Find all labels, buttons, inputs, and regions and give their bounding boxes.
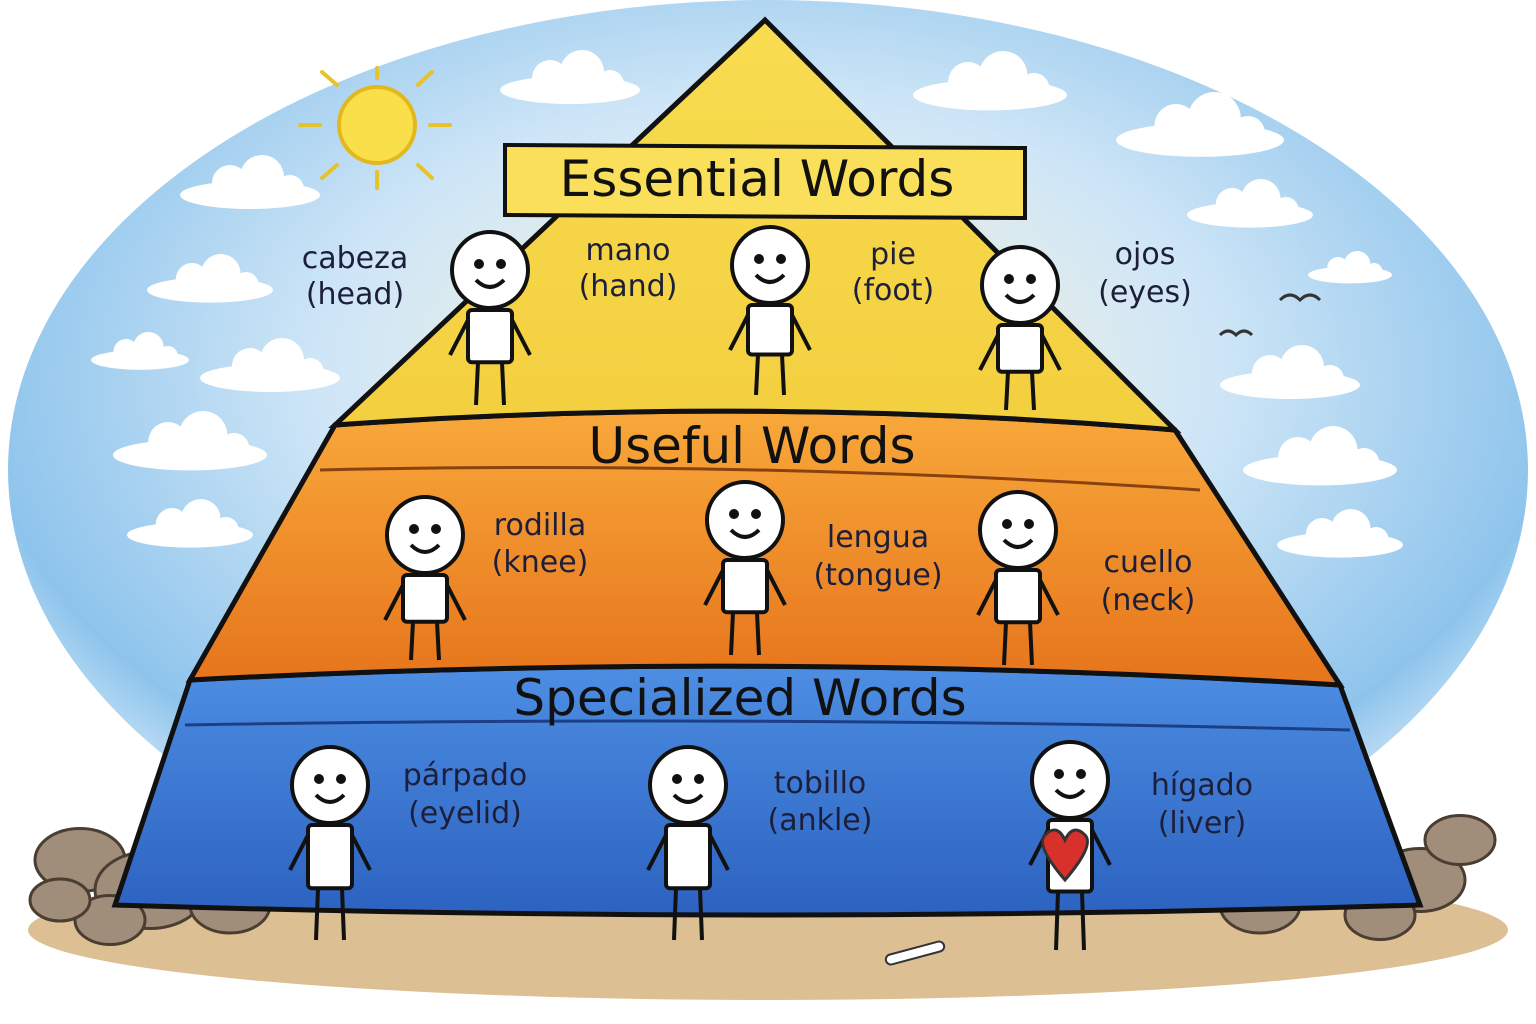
cloud — [200, 338, 340, 392]
essential-banner — [503, 142, 1027, 221]
svg-text:(head): (head) — [306, 277, 404, 312]
tier-title-specialized: Specialized Words — [513, 669, 966, 727]
stick-figure — [383, 495, 467, 661]
word-cuello: cuello (neck) — [1101, 545, 1196, 618]
stick-figure — [448, 230, 532, 406]
cloud — [1187, 179, 1313, 228]
svg-text:tobillo: tobillo — [774, 766, 867, 801]
clouds — [91, 50, 1403, 558]
svg-text:mano: mano — [586, 233, 671, 268]
word-tobillo: tobillo (ankle) — [768, 766, 873, 838]
cloud — [1243, 426, 1397, 486]
svg-text:(hand): (hand) — [579, 269, 678, 304]
cloud — [113, 411, 267, 471]
svg-text:(foot): (foot) — [852, 273, 934, 308]
word-cabeza: cabeza (head) — [302, 241, 409, 312]
cloud — [500, 50, 640, 104]
cloud — [1220, 345, 1360, 399]
cloud — [127, 499, 253, 548]
svg-text:pie: pie — [870, 237, 916, 272]
svg-text:(knee): (knee) — [492, 545, 589, 580]
svg-text:(neck): (neck) — [1101, 583, 1196, 618]
cloud — [913, 51, 1067, 111]
bone-icon — [884, 940, 946, 966]
tier-title-useful: Useful Words — [588, 417, 915, 475]
word-mano: mano (hand) — [579, 233, 678, 304]
rock — [28, 877, 92, 923]
cloud — [1308, 251, 1392, 284]
word-rodilla: rodilla (knee) — [492, 508, 589, 580]
svg-text:(eyelid): (eyelid) — [408, 796, 522, 831]
stick-figure — [978, 245, 1062, 411]
word-pie: pie (foot) — [852, 237, 934, 308]
stick-figures — [288, 225, 1112, 951]
tier-title-essential: Essential Words — [560, 150, 955, 208]
tier-essential — [328, 16, 1182, 434]
stick-figure — [976, 490, 1060, 666]
rock — [1423, 814, 1497, 866]
birds-icon — [1218, 293, 1322, 338]
cloud — [91, 332, 189, 370]
svg-text:hígado: hígado — [1151, 768, 1253, 803]
cloud — [1116, 92, 1284, 157]
svg-text:ojos: ojos — [1115, 237, 1176, 272]
stick-figure — [703, 480, 787, 656]
cloud — [147, 254, 273, 303]
svg-text:rodilla: rodilla — [494, 508, 586, 543]
heart-icon — [1041, 828, 1089, 883]
svg-text:(tongue): (tongue) — [813, 558, 942, 593]
word-ojos: ojos (eyes) — [1098, 237, 1192, 310]
svg-text:párpado: párpado — [403, 758, 528, 793]
stick-figure — [288, 745, 372, 941]
word-parpado: párpado (eyelid) — [403, 758, 528, 831]
cloud — [1277, 509, 1403, 558]
svg-text:(eyes): (eyes) — [1098, 275, 1192, 310]
svg-text:(ankle): (ankle) — [768, 803, 873, 838]
sun-icon — [298, 66, 452, 190]
stick-figure — [728, 225, 812, 396]
svg-text:cabeza: cabeza — [302, 241, 409, 276]
svg-text:cuello: cuello — [1104, 545, 1193, 580]
word-higado: hígado (liver) — [1151, 768, 1253, 841]
word-lengua: lengua (tongue) — [813, 520, 942, 593]
stick-figure — [646, 745, 730, 941]
svg-text:(liver): (liver) — [1158, 806, 1247, 841]
svg-text:lengua: lengua — [827, 520, 929, 555]
cloud — [180, 155, 320, 209]
